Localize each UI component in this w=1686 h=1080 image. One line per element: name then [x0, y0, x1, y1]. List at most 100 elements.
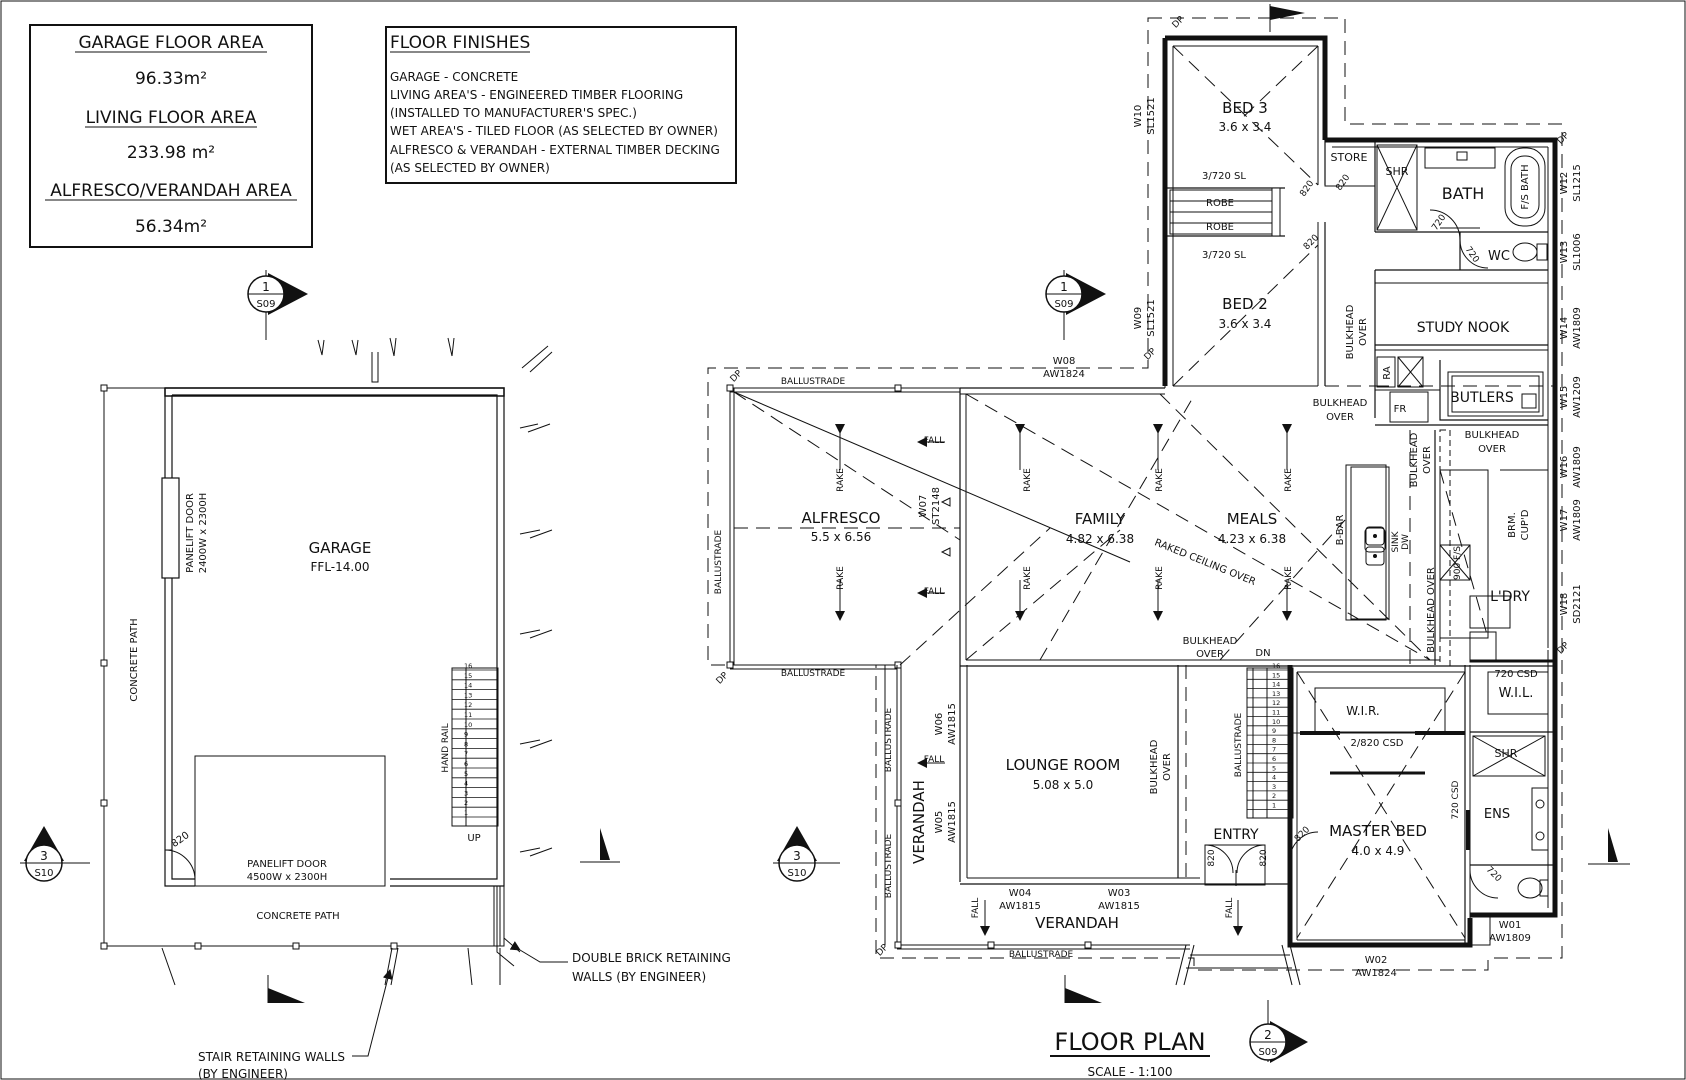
fs-bath-label: F/S BATH — [1520, 164, 1531, 209]
door-size: 820 — [1259, 849, 1269, 866]
bed2-size: 3.6 x 3.4 — [1219, 317, 1272, 331]
butlers-label: BUTLERS — [1450, 390, 1514, 406]
fall-label: FALL — [924, 436, 945, 446]
door-size: 720 — [1463, 245, 1481, 265]
stair-number: 9 — [464, 731, 468, 739]
stair-number: 3 — [464, 789, 468, 797]
dp-label: DP — [715, 670, 731, 686]
stair-number: 9 — [1272, 727, 1276, 735]
robe-1: ROBE — [1206, 198, 1234, 209]
master-name: MASTER BED — [1329, 822, 1427, 840]
drawing-title-block: FLOOR PLAN SCALE - 1:100 — [1050, 1028, 1210, 1079]
dp-label: DP — [875, 942, 891, 958]
window-tag: W01 — [1499, 920, 1522, 931]
stair-number: 3 — [1272, 783, 1276, 791]
stair-number: 4 — [1272, 774, 1276, 782]
dp-label: DP — [1143, 346, 1159, 362]
svg-text:1: 1 — [262, 280, 270, 294]
window-tag: SD2121 — [1572, 584, 1583, 624]
stair-number: 7 — [1272, 746, 1276, 754]
stair-number: 1 — [1272, 802, 1276, 810]
section-marker-3b: 3 S10 — [773, 826, 840, 882]
window-tag: AW1815 — [947, 703, 958, 745]
window-tag: AW1815 — [947, 801, 958, 843]
shr-bath: SHR — [1386, 165, 1409, 178]
stair-number: 5 — [1272, 764, 1276, 772]
meals-size: 4.23 x 6.38 — [1218, 532, 1286, 546]
window-tag: W10 — [1133, 105, 1144, 128]
retaining-callouts — [352, 941, 568, 1057]
bulkhead-bed: BULKHEAD — [1345, 304, 1356, 359]
bed3-name: BED 3 — [1222, 99, 1268, 117]
garage-area-value: 96.33m² — [135, 69, 207, 89]
ens-label: ENS — [1484, 807, 1510, 822]
fs-900-label: 900 F/S — [1453, 546, 1463, 580]
ballustrade-stair: BALLUSTRADE — [1234, 713, 1244, 778]
wir-csd: 2/820 CSD — [1350, 738, 1403, 749]
robe-2: ROBE — [1206, 222, 1234, 233]
svg-text:S09: S09 — [1258, 1047, 1277, 1058]
ballustrade-top: BALLUSTRADE — [781, 377, 846, 387]
window-tag: W14 — [1559, 317, 1570, 340]
window-tag: AW1809 — [1572, 446, 1583, 488]
alfresco-area-label: ALFRESCO/VERANDAH AREA — [50, 181, 292, 201]
stair-number: 16 — [464, 662, 472, 670]
finish-line: WET AREA'S - TILED FLOOR (AS SELECTED BY… — [390, 124, 718, 138]
window-tag: SL1521 — [1146, 299, 1157, 336]
stair-number: 1 — [464, 809, 468, 817]
window-tag: AW1824 — [1043, 369, 1085, 380]
window-tag: W08 — [1053, 356, 1076, 367]
rake-label: RAKE — [1284, 468, 1294, 492]
stair-number: 14 — [464, 682, 472, 690]
window-tag: W12 — [1559, 172, 1570, 195]
concrete-path-front: CONCRETE PATH — [256, 911, 339, 922]
stair-number: 11 — [1272, 709, 1280, 717]
window-tag: W02 — [1365, 955, 1388, 966]
window-tag: SL1215 — [1572, 164, 1583, 201]
stair-up-label: UP — [467, 833, 480, 844]
wil-label: W.I.L. — [1499, 686, 1534, 701]
bulkhead-kitchen: BULKHEAD — [1465, 430, 1520, 441]
finish-line: (INSTALLED TO MANUFACTURER'S SPEC.) — [390, 106, 637, 120]
dp-label: DP — [1556, 130, 1572, 146]
bulkhead-family: BULKHEAD — [1313, 398, 1368, 409]
bulkhead-b-over: OVER — [1422, 446, 1433, 474]
master-size: 4.0 x 4.9 — [1352, 844, 1405, 858]
bulkhead-lounge-over: OVER — [1162, 753, 1173, 781]
finishes-title: FLOOR FINISHES — [390, 33, 530, 53]
verandah-side: VERANDAH — [910, 780, 928, 864]
bulkhead-bed-over: OVER — [1358, 318, 1369, 346]
stair-number: 8 — [1272, 736, 1276, 744]
stair-number: 15 — [464, 672, 472, 680]
stair-number: 8 — [464, 740, 468, 748]
stair-number: 6 — [1272, 755, 1276, 763]
fr-label: FR — [1394, 404, 1407, 415]
garage-ffl: FFL-14.00 — [311, 560, 370, 574]
b-bar-label: B-BAR — [1335, 515, 1346, 546]
concrete-path-side: CONCRETE PATH — [129, 618, 140, 701]
bed2-name: BED 2 — [1222, 295, 1268, 313]
section-marker-1b: 1 S09 — [1045, 270, 1106, 340]
door-size: 820 — [1293, 825, 1312, 844]
rake-label: RAKE — [1023, 566, 1033, 590]
window-tag: AW1815 — [999, 901, 1041, 912]
door-size: 820 — [1298, 179, 1316, 199]
ra-label: RA — [1382, 366, 1393, 380]
front-door-label: PANELIFT DOOR — [247, 859, 327, 870]
floor-finishes-box: FLOOR FINISHES GARAGE - CONCRETE LIVING … — [385, 26, 737, 184]
wir-label: W.I.R. — [1346, 704, 1379, 718]
section-flags — [267, 4, 1630, 1003]
lounge-name: LOUNGE ROOM — [1006, 756, 1121, 774]
finish-line: ALFRESCO & VERANDAH - EXTERNAL TIMBER DE… — [390, 143, 720, 157]
dp-label: DP — [1556, 640, 1572, 656]
drawing-scale: SCALE - 1:100 — [1087, 1065, 1172, 1079]
verandah-front: VERANDAH — [1035, 914, 1119, 932]
fall-label: FALL — [924, 587, 945, 597]
garage-area-label: GARAGE FLOOR AREA — [78, 33, 263, 53]
wc-label: WC — [1488, 249, 1510, 264]
dn-label: DN — [1255, 648, 1270, 659]
window-tag: SL1006 — [1572, 233, 1583, 270]
